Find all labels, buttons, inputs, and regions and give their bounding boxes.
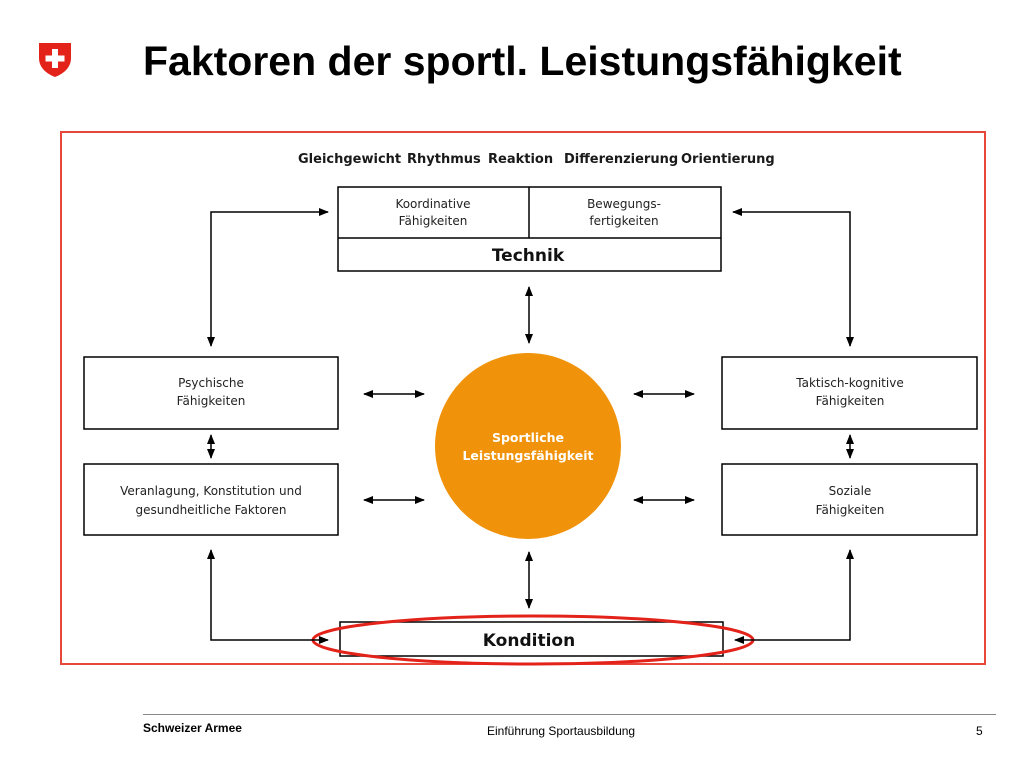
label-gleichgewicht: Gleichgewicht — [298, 152, 401, 167]
taktisch-line2: Fähigkeiten — [816, 394, 885, 408]
arrow-technik-psychische — [207, 208, 329, 347]
label-reaktion: Reaktion — [488, 152, 553, 167]
center-line2: Leistungsfähigkeit — [462, 448, 593, 463]
kondition-label: Kondition — [483, 631, 575, 651]
technik-label: Technik — [492, 246, 565, 266]
footer-course: Einführung Sportausbildung — [487, 724, 636, 738]
koordinative-line2: Fähigkeiten — [399, 214, 468, 228]
soziale-line1: Soziale — [829, 484, 872, 498]
arrow-veranlagung-kondition — [207, 549, 329, 644]
bewegungs-line2: fertigkeiten — [589, 214, 658, 228]
psychische-line2: Fähigkeiten — [177, 394, 246, 408]
footer-organization: Schweizer Armee — [143, 721, 242, 735]
soziale-box: Soziale Fähigkeiten — [721, 463, 978, 536]
veranlagung-line1: Veranlagung, Konstitution und — [120, 484, 302, 498]
bewegungs-line1: Bewegungs- — [587, 197, 661, 211]
coordination-labels: Gleichgewicht Rhythmus Reaktion Differen… — [298, 152, 775, 167]
page-number: 5 — [976, 724, 983, 738]
psychische-line1: Psychische — [178, 376, 244, 390]
taktisch-box: Taktisch-kognitive Fähigkeiten — [721, 356, 978, 430]
taktisch-line1: Taktisch-kognitive — [795, 376, 903, 390]
technik-box: Koordinative Fähigkeiten Bewegungs- fert… — [337, 186, 722, 272]
label-differenzierung: Differenzierung — [564, 152, 678, 167]
center-line1: Sportliche — [492, 430, 564, 445]
veranlagung-box: Veranlagung, Konstitution und gesundheit… — [83, 463, 339, 536]
label-rhythmus: Rhythmus — [407, 152, 481, 167]
soziale-line2: Fähigkeiten — [816, 503, 885, 517]
psychische-box: Psychische Fähigkeiten — [83, 356, 339, 430]
koordinative-line1: Koordinative — [395, 197, 470, 211]
center-circle: Sportliche Leistungsfähigkeit — [435, 353, 621, 539]
footer-divider — [143, 714, 996, 715]
arrow-technik-taktisch — [732, 208, 854, 347]
page-title: Faktoren der sportl. Leistungsfähigkeit — [143, 38, 902, 84]
veranlagung-line2: gesundheitliche Faktoren — [136, 503, 287, 517]
arrow-soziale-kondition — [734, 549, 854, 644]
connector-arrows — [207, 208, 854, 644]
label-orientierung: Orientierung — [681, 152, 775, 167]
kondition-box: Kondition — [339, 621, 724, 657]
swiss-cross-shield-icon — [39, 43, 71, 77]
